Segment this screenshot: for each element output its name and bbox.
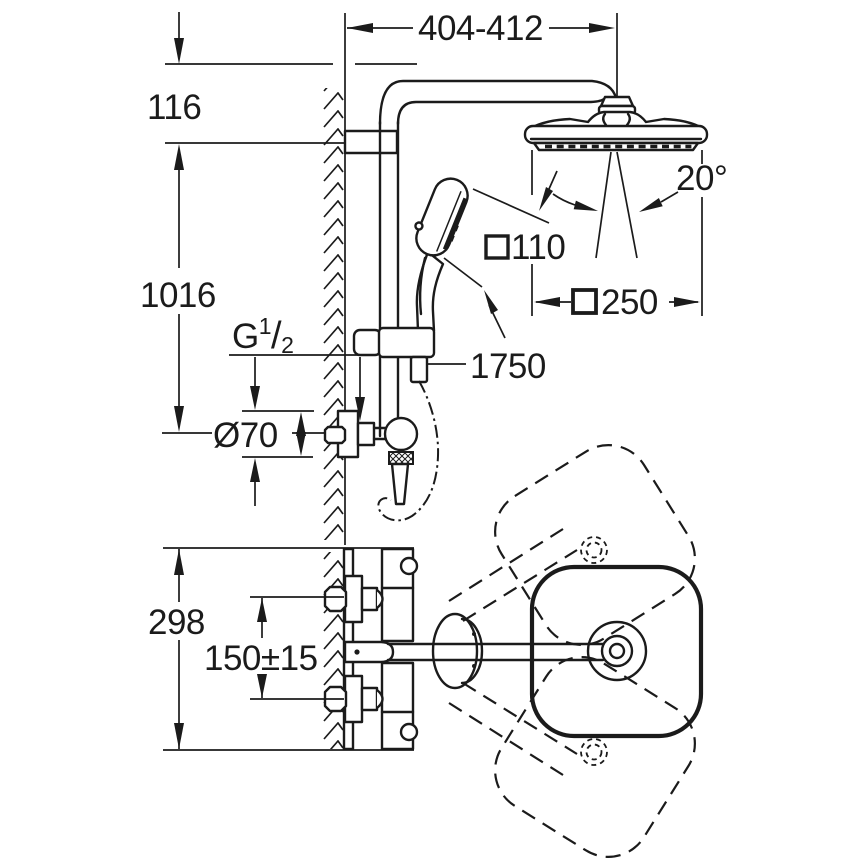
hand-shower-faceplate [442,197,468,251]
square-symbol [484,234,510,260]
dim-top-width: 404-412 [347,9,618,97]
hose-outlet [390,462,410,506]
dim-head-shower-size: 250 [531,150,703,322]
dim-spray-angle: 20° [552,159,728,212]
dim-298-label: 298 [148,603,205,642]
head-shower-dome [529,110,704,130]
supply-block-bottom [343,674,364,724]
dim-298: 298 [148,547,414,751]
dim-116-label: 116 [147,88,201,127]
hand-shower-head [415,177,469,257]
spray-cone [595,151,638,259]
supply-block-top [343,574,364,624]
coupling-nut-bottom [360,686,379,712]
wall [323,13,346,545]
dim-1016: 1016 [140,144,216,432]
hand-shower-button [414,221,424,231]
thermostat-valve-side [323,409,419,506]
head-shower-plan [529,564,704,739]
hose-connector [409,355,429,384]
handle-top [399,556,419,576]
arm-pivot [343,640,395,664]
dim-hand-shower-label: 110 [511,228,565,267]
plan-wall [323,549,345,749]
handle-bottom [399,722,419,742]
dim-hose-length-label: 1750 [470,347,546,386]
hand-shower-plan [431,612,484,690]
dim-hand-shower-size: 110 [443,170,566,339]
dim-escutcheon-label: Ø70 [213,416,278,455]
shower-hose [377,380,440,522]
head-shower [523,95,709,152]
dim-116: 116 [147,12,417,144]
dim-top-width-label: 404-412 [418,9,543,48]
union-nut [356,421,376,447]
thermostat-valve-plan [323,547,419,751]
head-shower-rim [523,124,709,145]
holder-body [377,326,436,359]
thread-size-label: G1/2 [229,313,365,421]
inlet-hex-top [323,585,348,613]
dim-escutcheon: Ø70 [162,410,326,506]
dim-spray-angle-label: 20° [676,159,727,198]
pivot-valve [383,416,419,452]
head-shower-square [529,564,704,739]
holder-knob [352,328,383,357]
square-symbol [571,288,598,315]
rail-wall-bracket [343,129,399,155]
leader-hose-length: 1750 [428,347,546,386]
supply-nipple [323,425,347,445]
dim-head-shower-label: 250 [601,283,658,322]
rail-holder [352,326,436,384]
shower-rail-and-arm [378,79,618,438]
dim-150: 150±15 [204,596,344,700]
dim-150-label: 150±15 [204,639,318,678]
knurled-coupling [388,451,414,465]
coupling-nut-top [360,586,379,612]
plan-view: 298 150±15 [148,444,704,858]
swivel-positions-dashed [448,444,696,858]
thread-g-label: G1/2 [232,313,293,358]
dim-1016-label: 1016 [140,276,216,315]
side-view: 404-412 116 1016 G1/2 [140,9,728,545]
head-shower-nut [599,95,635,108]
hand-shower [414,177,469,333]
